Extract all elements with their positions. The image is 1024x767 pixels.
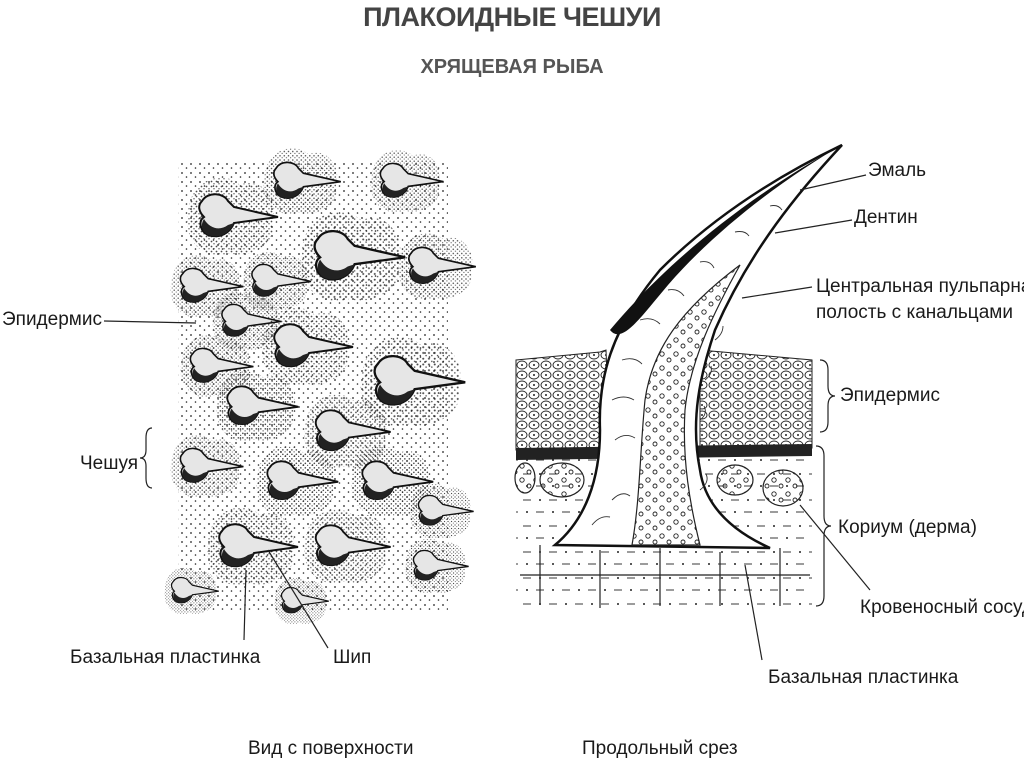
surface-epidermis-label: Эпидермис: [2, 309, 102, 330]
scale-field: [164, 148, 476, 625]
section-basal-plate-label: Базальная пластинка: [768, 667, 959, 688]
placoid-scale: [351, 446, 434, 517]
pulp-cavity: [631, 264, 741, 546]
blood-vessel-label: Кровеносный сосуд: [860, 597, 1024, 618]
page-subtitle: ХРЯЩЕВАЯ РЫБА: [420, 56, 604, 78]
corium-cells: [514, 462, 804, 507]
placoid-scale: [274, 577, 329, 625]
placoid-scale: [207, 507, 299, 586]
pulp-cavity-label-line1: Центральная пульпарная: [816, 276, 1024, 297]
placoid-scale: [242, 251, 312, 311]
surface-spine-label: Шип: [333, 647, 372, 668]
placoid-scale: [263, 148, 341, 215]
placoid-scale: [170, 435, 244, 498]
blood-vessels: [520, 545, 810, 608]
placoid-scale: [409, 483, 474, 539]
corium-label: Кориум (дерма): [838, 517, 977, 538]
placoid-scale: [212, 291, 282, 351]
placoid-scale: [404, 538, 469, 594]
placoid-scale: [360, 336, 466, 427]
surface-leader-lines: [103, 320, 329, 649]
section-view-panel: [514, 143, 871, 661]
placoid-scale: [256, 446, 339, 517]
enamel-label: Эмаль: [868, 160, 927, 181]
surface-scale-label: Чешуя: [80, 453, 139, 474]
dentin-canals: [591, 205, 783, 526]
section-leader-lines: [741, 174, 871, 661]
section-epidermis-label: Эпидермис: [840, 385, 940, 406]
placoid-scale: [300, 211, 406, 302]
dentin-label: Дентин: [854, 207, 918, 228]
enamel-layer: [610, 145, 842, 335]
section-view-caption: Продольный срез: [582, 738, 738, 759]
surface-view-panel: [164, 148, 476, 625]
placoid-scale: [262, 307, 354, 386]
placoid-scale: [304, 394, 391, 469]
surface-basal-plate-label: Базальная пластинка: [70, 647, 261, 668]
placoid-scale: [398, 233, 476, 300]
section-epidermis-right: [699, 349, 813, 449]
page-title: ПЛАКОИДНЫЕ ЧЕШУИ: [363, 2, 661, 32]
placoid-scale: [187, 177, 279, 256]
placoid-scale: [370, 150, 444, 213]
surface-view-caption: Вид с поверхности: [248, 738, 414, 759]
placoid-scale: [164, 567, 219, 615]
pulp-cavity-label-line2: полость с канальцами: [816, 302, 1013, 323]
section-epidermis-left: [515, 349, 611, 451]
placoid-scale: [216, 371, 299, 442]
placoid-scale: [304, 509, 391, 584]
